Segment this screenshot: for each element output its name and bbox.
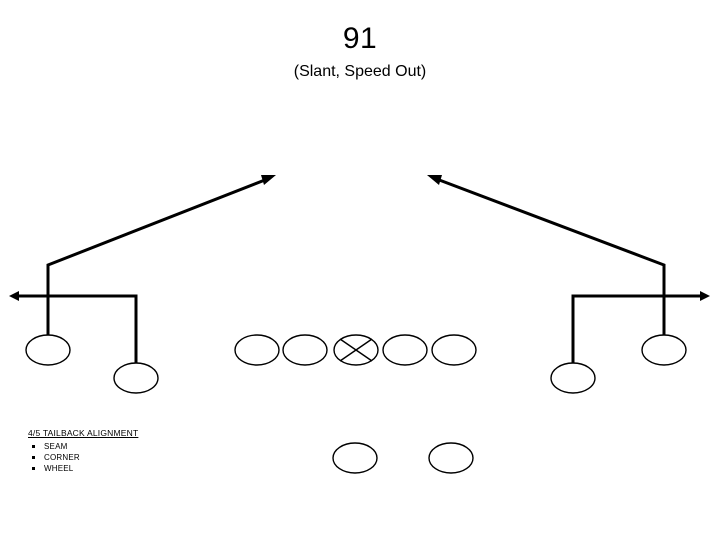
player-right-tackle: [431, 334, 477, 366]
play-subtitle: (Slant, Speed Out): [293, 63, 427, 80]
left-speed-out-arrowhead-icon: [9, 291, 19, 301]
left-speed-out-route-line: [15, 294, 138, 363]
player-right-slot-receiver: [550, 362, 596, 394]
legend-item-label: SEAM: [44, 442, 68, 451]
legend-heading: 4/5 TAILBACK ALIGNMENT: [28, 428, 139, 438]
tailback-alignment-legend: 4/5 TAILBACK ALIGNMENT SEAM CORNER WHEEL: [28, 428, 248, 474]
right-slant-route-line: [433, 176, 666, 335]
left-slant-arrowhead-icon: [261, 175, 276, 185]
left-slant-route: [46, 175, 276, 335]
right-slant-arrowhead-icon: [427, 175, 442, 185]
player-left-outside-receiver: [25, 334, 71, 366]
left-slant-route-line: [46, 176, 271, 335]
bullet-icon: [32, 445, 35, 448]
player-tailback: [428, 442, 474, 474]
right-speed-out-route: [571, 291, 710, 363]
player-right-outside-receiver: [641, 334, 687, 366]
bullet-icon: [32, 467, 35, 470]
center-x-mark-icon: [339, 338, 373, 362]
left-speed-out-route: [9, 291, 138, 363]
player-left-slot-receiver: [113, 362, 159, 394]
right-speed-out-route-line: [571, 294, 704, 363]
bullet-icon: [32, 456, 35, 459]
legend-item-wheel: WHEEL: [28, 463, 248, 474]
legend-item-seam: SEAM: [28, 441, 248, 452]
play-number-title: 91: [342, 22, 378, 55]
player-quarterback: [332, 442, 378, 474]
right-speed-out-arrowhead-icon: [700, 291, 710, 301]
player-left-tackle: [234, 334, 280, 366]
right-slant-route: [427, 175, 666, 335]
player-left-guard: [282, 334, 328, 366]
legend-item-label: CORNER: [44, 453, 80, 462]
legend-item-corner: CORNER: [28, 452, 248, 463]
player-right-guard: [382, 334, 428, 366]
legend-list: SEAM CORNER WHEEL: [28, 441, 248, 474]
player-center: [333, 334, 379, 366]
legend-item-label: WHEEL: [44, 464, 74, 473]
